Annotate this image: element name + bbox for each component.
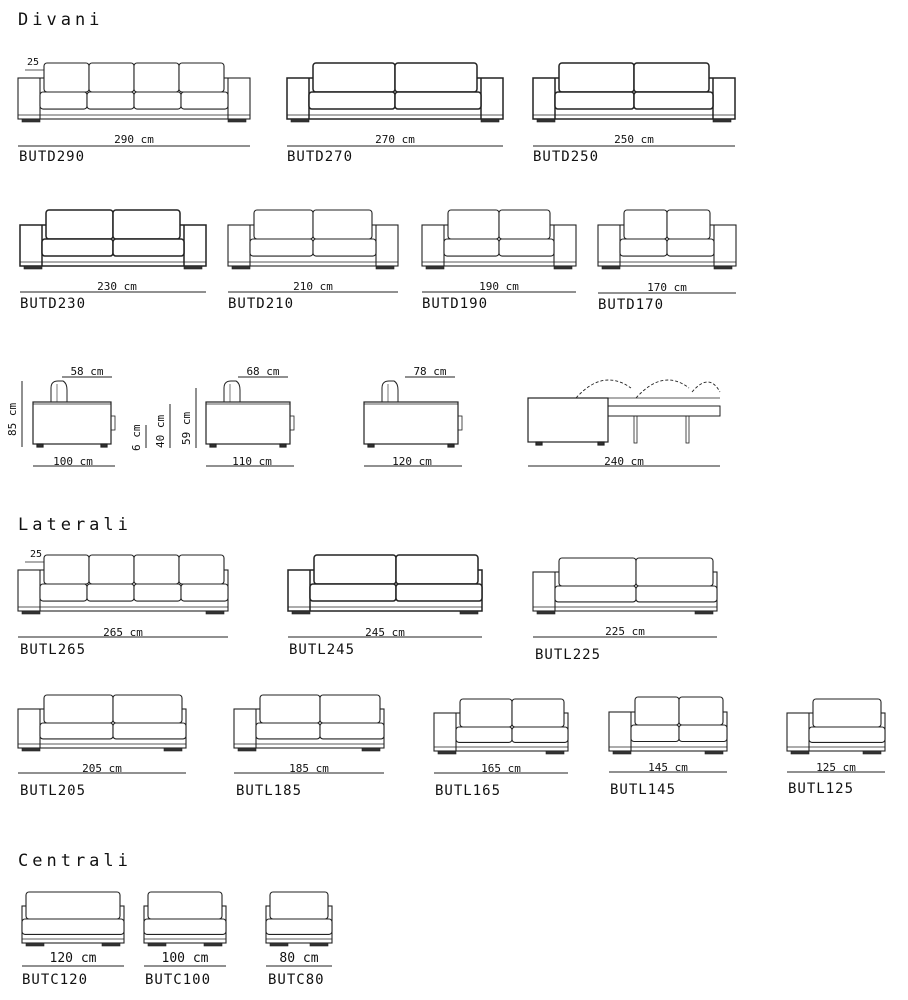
divani-arm-label: 25 — [27, 57, 40, 68]
sofa-butc80 — [265, 891, 333, 967]
sofa-butl145 — [608, 696, 728, 773]
laterali-dim-5: 185 cm — [289, 762, 329, 775]
centrali-dim-3: 80 cm — [279, 951, 319, 966]
centrali-code-2: BUTC100 — [145, 972, 212, 988]
section-title-divani: Divani — [18, 10, 104, 30]
sofa-butl265 — [17, 554, 229, 638]
centrali-dim-2: 100 cm — [161, 951, 209, 966]
side-view-bed — [527, 379, 721, 467]
sofa-butl225 — [532, 557, 718, 638]
laterali-code-6: BUTL165 — [435, 783, 502, 799]
laterali-code-7: BUTL145 — [610, 782, 677, 798]
laterali-dim-7: 145 cm — [648, 761, 688, 774]
centrali-code-3: BUTC80 — [268, 972, 325, 988]
divani-code-5: BUTD210 — [228, 296, 295, 312]
sofa-butl205 — [17, 694, 187, 774]
laterali-dim-3: 225 cm — [605, 625, 645, 638]
laterali-code-1: BUTL265 — [20, 642, 87, 658]
sofa-butd190 — [421, 209, 577, 293]
side-width-4: 240 cm — [604, 455, 644, 468]
divani-dim-5: 210 cm — [293, 280, 333, 293]
sofa-butl245 — [287, 554, 483, 638]
section-title-laterali: Laterali — [18, 515, 132, 535]
sofa-butl165 — [433, 698, 569, 774]
sofa-butd210 — [227, 209, 399, 293]
sofa-butd170 — [597, 209, 737, 294]
laterali-dim-6: 165 cm — [481, 762, 521, 775]
side-height-total: 85 cm — [6, 402, 19, 436]
side-depth-1: 58 cm — [70, 365, 104, 378]
side-view-1 — [32, 376, 116, 467]
divani-code-4: BUTD230 — [20, 296, 87, 312]
divani-code-1: BUTD290 — [19, 149, 86, 165]
sofa-butl185 — [233, 694, 385, 774]
divani-dim-1: 290 cm — [114, 133, 154, 146]
sofa-butc120 — [21, 891, 125, 967]
sofa-butd290 — [17, 62, 251, 147]
divani-dim-4: 230 cm — [97, 280, 137, 293]
divani-code-3: BUTD250 — [533, 149, 600, 165]
sofa-butd250 — [532, 62, 736, 147]
laterali-dim-2: 245 cm — [365, 626, 405, 639]
sofa-butd230 — [19, 209, 207, 293]
sofa-butl125 — [786, 698, 886, 773]
centrali-code-1: BUTC120 — [22, 972, 89, 988]
side-view-3 — [363, 376, 463, 467]
divani-dim-2: 270 cm — [375, 133, 415, 146]
side-leg-height: 6 cm — [130, 424, 143, 452]
side-width-1: 100 cm — [53, 455, 93, 468]
divani-code-6: BUTD190 — [422, 296, 489, 312]
sofa-butd270 — [286, 62, 504, 147]
divani-dim-6: 190 cm — [479, 280, 519, 293]
side-depth-3: 78 cm — [413, 365, 447, 378]
side-width-2: 110 cm — [232, 455, 272, 468]
laterali-arm-label: 25 — [30, 549, 43, 560]
laterali-dim-4: 205 cm — [82, 762, 122, 775]
divani-code-2: BUTD270 — [287, 149, 354, 165]
side-arm-height: 59 cm — [180, 411, 193, 445]
divani-dim-7: 170 cm — [647, 281, 687, 294]
laterali-dim-1: 265 cm — [103, 626, 143, 639]
centrali-dim-1: 120 cm — [49, 951, 97, 966]
side-view-2 — [205, 376, 295, 467]
laterali-code-2: BUTL245 — [289, 642, 356, 658]
divani-code-7: BUTD170 — [598, 297, 665, 313]
sofa-butc100 — [143, 891, 227, 967]
laterali-code-5: BUTL185 — [236, 783, 303, 799]
side-width-3: 120 cm — [392, 455, 432, 468]
laterali-code-4: BUTL205 — [20, 783, 87, 799]
laterali-dim-8: 125 cm — [816, 761, 856, 774]
divani-dim-3: 250 cm — [614, 133, 654, 146]
section-title-centrali: Centrali — [18, 851, 132, 871]
side-seat-height: 40 cm — [154, 414, 167, 448]
laterali-code-3: BUTL225 — [535, 647, 602, 663]
laterali-code-8: BUTL125 — [788, 781, 855, 797]
side-depth-2: 68 cm — [246, 365, 280, 378]
